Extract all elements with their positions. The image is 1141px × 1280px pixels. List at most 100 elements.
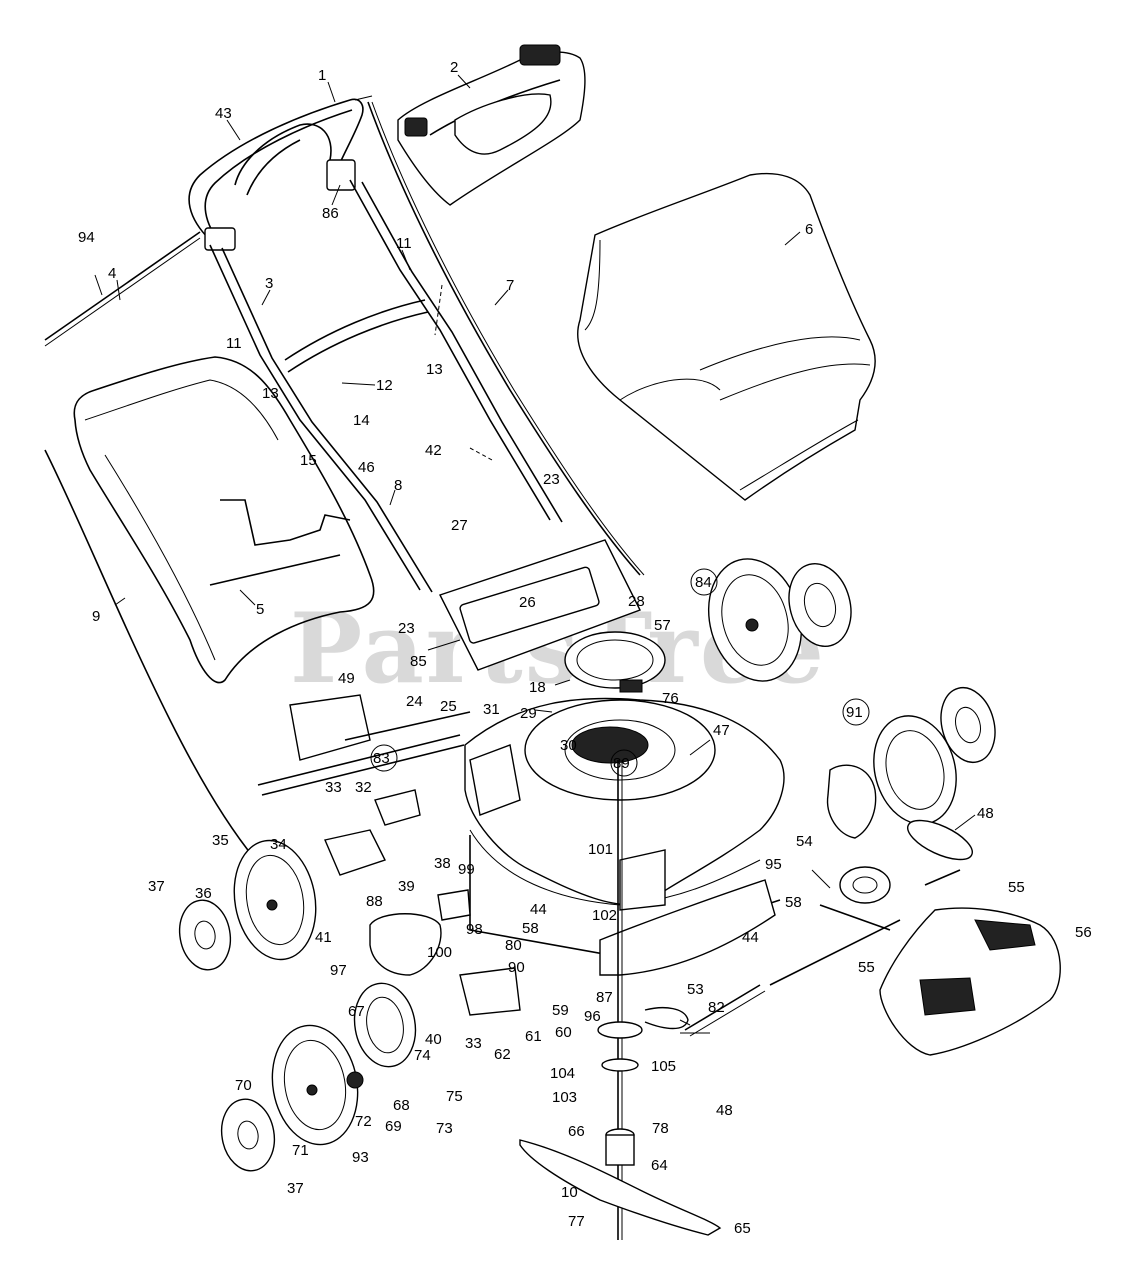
callout-label: 72 [355, 1113, 372, 1130]
callout-label: 57 [654, 617, 671, 634]
callout-label: 55 [858, 959, 875, 976]
lower-handle [209, 179, 563, 593]
callout-label: 48 [716, 1102, 733, 1119]
callout-label: 33 [325, 779, 342, 796]
callout-circle-83 [370, 744, 398, 772]
callout-label: 28 [628, 593, 645, 610]
callout-label: 44 [530, 901, 547, 918]
callout-label: 66 [568, 1123, 585, 1140]
callout-label: 11 [396, 235, 412, 252]
callout-label: 18 [529, 679, 546, 696]
callout-label: 75 [446, 1088, 463, 1105]
callout-label: 13 [262, 385, 279, 402]
mulch-plug [289, 694, 371, 761]
callout-label: 88 [366, 893, 383, 910]
callout-circle-84 [690, 568, 718, 596]
callout-label: 94 [78, 229, 95, 246]
callout-label: 93 [352, 1149, 369, 1166]
chute-adapter [564, 631, 666, 693]
callout-label: 11 [226, 335, 242, 352]
callout-label: 14 [353, 412, 370, 429]
callout-label: 41 [315, 929, 332, 946]
callout-label: 62 [494, 1046, 511, 1063]
callout-label: 4 [108, 265, 116, 282]
callout-label: 13 [426, 361, 443, 378]
callout-label: 100 [427, 944, 452, 961]
callout-label: 35 [212, 832, 229, 849]
callout-label: 37 [148, 878, 165, 895]
callout-label: 38 [434, 855, 451, 872]
callout-label: 12 [376, 377, 393, 394]
callout-label: 2 [450, 59, 458, 76]
callout-label: 96 [584, 1008, 601, 1025]
grass-bag-top [397, 44, 586, 206]
callout-label: 24 [406, 693, 423, 710]
mower-deck [464, 697, 785, 956]
callout-label: 97 [330, 962, 347, 979]
callout-label: 73 [436, 1120, 453, 1137]
callout-label: 68 [393, 1097, 410, 1114]
callout-label: 25 [440, 698, 457, 715]
callout-label: 44 [742, 929, 759, 946]
callout-label: 64 [651, 1157, 668, 1174]
callout-label: 9 [92, 608, 100, 625]
callout-label: 95 [765, 856, 782, 873]
bag-frame [73, 356, 375, 684]
front-wheel-left [178, 839, 317, 971]
drive-cover [369, 913, 442, 976]
callout-label: 83 [373, 750, 390, 767]
callout-label: 53 [687, 981, 704, 998]
callout-label: 77 [568, 1213, 585, 1230]
callout-label: 31 [483, 701, 500, 718]
callout-label: 101 [588, 841, 613, 858]
callout-label: 89 [613, 755, 630, 772]
callout-label: 87 [596, 989, 613, 1006]
callout-label: 37 [287, 1180, 304, 1197]
callout-label: 98 [466, 921, 483, 938]
blade-assembly [519, 760, 722, 1240]
callout-label: 48 [977, 805, 994, 822]
callout-label: 104 [550, 1065, 575, 1082]
callout-label: 23 [543, 471, 560, 488]
callout-label: 70 [235, 1077, 252, 1094]
callout-label: 58 [785, 894, 802, 911]
callout-label: 42 [425, 442, 442, 459]
callout-label: 36 [195, 885, 212, 902]
callout-label: 86 [322, 205, 339, 222]
callout-label: 43 [215, 105, 232, 122]
callout-label: 54 [796, 833, 813, 850]
rear-gear [353, 982, 417, 1068]
rear-cover [879, 907, 1061, 1056]
callout-label: 32 [355, 779, 372, 796]
callout-label: 99 [458, 861, 475, 878]
rear-wheel-left [220, 1024, 364, 1172]
rear-wheel-right [826, 686, 996, 839]
callout-label: 60 [555, 1024, 572, 1041]
rear-shield [599, 879, 776, 976]
callout-label: 69 [385, 1118, 402, 1135]
grass-bag [577, 172, 876, 501]
callout-label: 90 [508, 959, 525, 976]
callout-circle-89 [610, 749, 638, 777]
callout-label: 40 [425, 1031, 442, 1048]
callout-label: 65 [734, 1220, 751, 1237]
callout-label: 55 [1008, 879, 1025, 896]
callout-label: 15 [300, 452, 317, 469]
callout-label: 8 [394, 477, 402, 494]
front-wheel-upper [707, 558, 852, 682]
callout-label: 71 [292, 1142, 309, 1159]
callout-label: 46 [358, 459, 375, 476]
callout-label: 59 [552, 1002, 569, 1019]
callout-label: 61 [525, 1028, 542, 1045]
callout-label: 67 [348, 1003, 365, 1020]
callout-label: 49 [338, 670, 355, 687]
callout-label: 7 [506, 277, 514, 294]
callout-label: 33 [465, 1035, 482, 1052]
drive-belt-upper [907, 819, 973, 861]
callout-label: 47 [713, 722, 730, 739]
callout-label: 26 [519, 594, 536, 611]
callout-label: 1 [318, 67, 326, 84]
callout-label: 3 [265, 275, 273, 292]
